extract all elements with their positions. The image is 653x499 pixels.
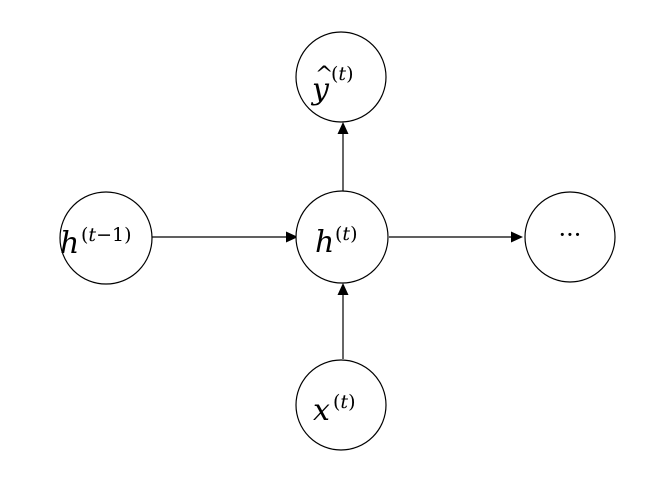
node-circle <box>59 191 153 285</box>
node-label-ellipsis: ··· <box>559 221 582 249</box>
node-label-superscript: (t) <box>331 63 353 85</box>
node-label-superscript: (t) <box>335 223 357 245</box>
node-next: ··· <box>524 191 616 283</box>
node-label-base: x <box>313 393 330 428</box>
edge-ht-to-yhat <box>337 122 349 191</box>
node-label-base: h <box>315 225 334 260</box>
edges <box>152 122 523 359</box>
node-label-superscript: (t) <box>333 391 355 413</box>
svg-text:y: y <box>310 72 330 107</box>
node-circle <box>524 191 616 283</box>
svg-text:h: h <box>315 225 334 260</box>
arrowhead-up <box>337 122 349 134</box>
edge-ht-to-next <box>389 231 523 243</box>
arrowhead-up <box>337 283 349 295</box>
node-label-superscript: (t−1) <box>81 224 132 246</box>
node-label-base: y <box>310 72 330 107</box>
node-y-hat-t: y ^ (t) <box>295 31 387 123</box>
edge-hprev-to-ht <box>152 231 298 243</box>
node-h-t-minus-1: h (t−1) <box>59 191 153 285</box>
node-label-base: h <box>60 226 79 261</box>
arrowhead-right <box>511 231 523 243</box>
arrowhead-right <box>286 231 298 243</box>
node-h-t: h (t) <box>295 190 389 284</box>
node-circle <box>295 190 389 284</box>
edge-xt-to-ht <box>337 283 349 359</box>
svg-text:h: h <box>60 226 79 261</box>
node-x-t: x (t) <box>295 359 387 451</box>
node-label-hat: ^ <box>315 63 333 88</box>
svg-text:x: x <box>313 393 330 428</box>
node-circle <box>295 31 387 123</box>
node-circle <box>295 359 387 451</box>
